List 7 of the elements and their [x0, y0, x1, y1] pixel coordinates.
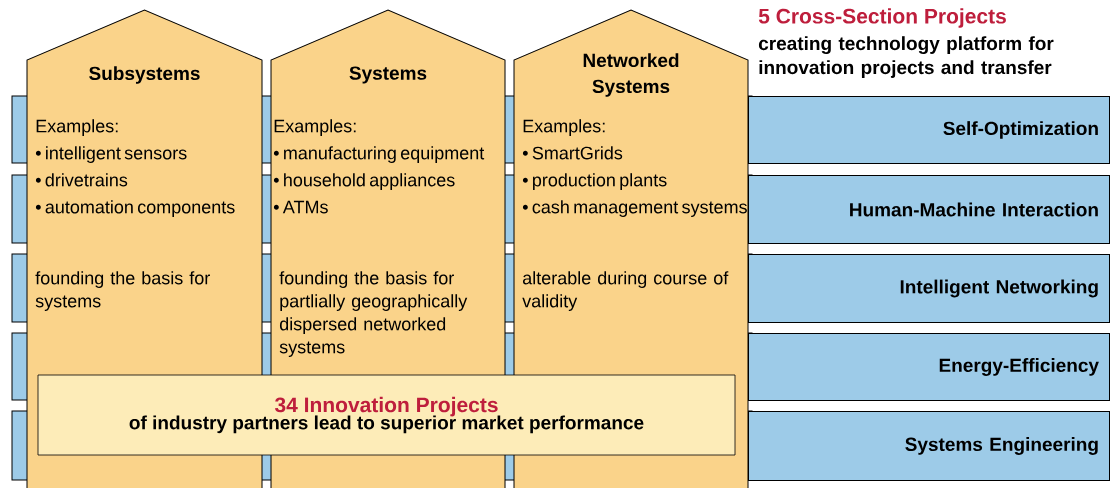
band: Intelligent Networking	[748, 254, 1110, 323]
project-box: 34 Innovation Projects of industry partners lead to superior market performance	[37, 374, 736, 456]
subheading: creating technology platform for innovation projects and transfer	[758, 36, 1054, 78]
band: Energy-Efficiency	[748, 333, 1110, 401]
band: Self-Optimization	[748, 96, 1110, 164]
band: Human-Machine Interaction	[748, 175, 1110, 244]
band: Systems Engineering	[748, 411, 1110, 481]
